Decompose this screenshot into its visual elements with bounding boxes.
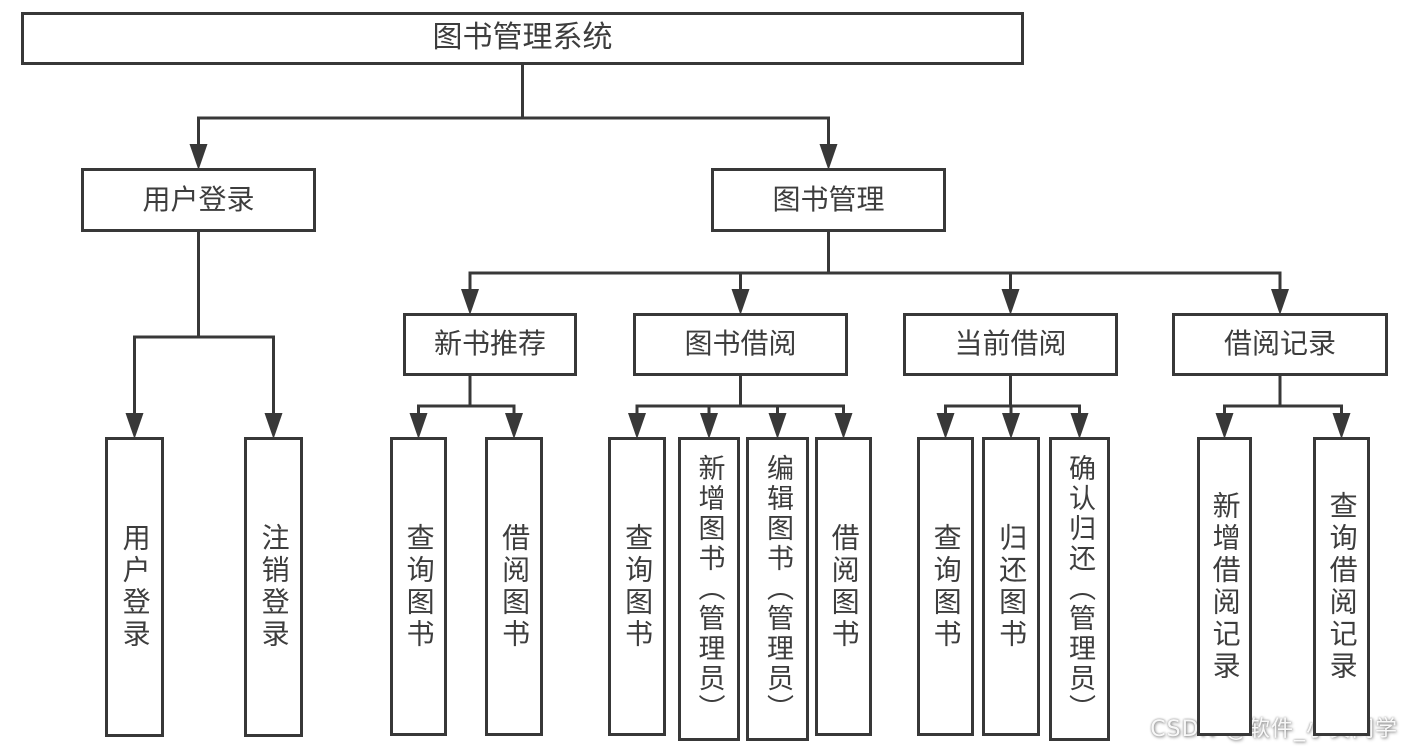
arrowhead-bw-query — [628, 413, 646, 439]
arrowhead-rc-add — [1215, 413, 1234, 439]
arrowhead-bw-add — [700, 413, 718, 439]
node-bw-borrow: 借阅图书 — [815, 437, 872, 736]
arrowhead-borrow — [731, 289, 750, 315]
node-bw-add: 新增图书（管理员） — [678, 437, 740, 741]
arrowhead-cu-confirm — [1070, 413, 1089, 439]
arrowhead-cu-query — [936, 413, 955, 439]
arrowhead-user-login — [125, 413, 144, 439]
arrowhead-nb-borrow — [505, 413, 523, 439]
node-rc-add: 新增借阅记录 — [1197, 437, 1252, 736]
node-user-login: 用户登录 — [105, 437, 164, 737]
arrowhead-current — [1001, 289, 1020, 315]
arrowhead-bw-edit — [768, 413, 787, 439]
node-rc-query: 查询借阅记录 — [1313, 437, 1370, 736]
node-record: 借阅记录 — [1172, 313, 1388, 376]
node-root: 图书管理系统 — [21, 12, 1024, 65]
arrowhead-newbook — [461, 289, 479, 315]
node-newbook: 新书推荐 — [403, 313, 577, 376]
arrowhead-nb-query — [409, 413, 428, 439]
node-bw-query: 查询图书 — [608, 437, 666, 736]
arrowhead-rc-query — [1332, 413, 1351, 439]
arrowhead-mgmt — [819, 144, 838, 170]
node-logout: 注销登录 — [244, 437, 303, 737]
arrowhead-cu-return — [1002, 413, 1020, 439]
arrowhead-logout — [264, 413, 283, 439]
node-current: 当前借阅 — [903, 313, 1118, 376]
node-cu-query: 查询图书 — [917, 437, 974, 736]
node-cu-confirm: 确认归还（管理员） — [1049, 437, 1110, 741]
arrowhead-bw-borrow — [834, 413, 853, 439]
node-nb-query: 查询图书 — [390, 437, 447, 736]
node-mgmt: 图书管理 — [711, 168, 946, 232]
node-login: 用户登录 — [81, 168, 316, 232]
arrowhead-record — [1271, 289, 1289, 315]
arrowhead-login — [189, 144, 208, 170]
node-cu-return: 归还图书 — [982, 437, 1040, 736]
node-borrow: 图书借阅 — [633, 313, 848, 376]
node-nb-borrow: 借阅图书 — [485, 437, 543, 736]
node-bw-edit: 编辑图书（管理员） — [746, 437, 809, 741]
